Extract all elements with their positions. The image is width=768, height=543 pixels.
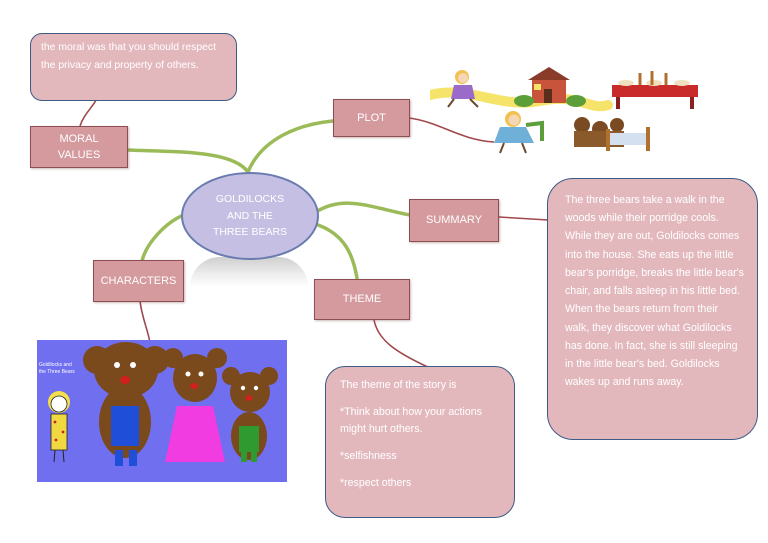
leader-summary bbox=[498, 216, 549, 221]
leader-plot bbox=[408, 117, 495, 143]
theme-node[interactable]: THEME bbox=[314, 279, 410, 320]
summary-label: SUMMARY bbox=[425, 214, 483, 227]
moral-callout: the moral was that you should respect th… bbox=[30, 33, 237, 101]
characters-label: CHARACTERS bbox=[100, 274, 177, 287]
leader-theme bbox=[373, 319, 431, 369]
branch-characters bbox=[140, 212, 188, 263]
summary-callout: The three bears take a walk in the woods… bbox=[547, 178, 758, 440]
moral-values-node[interactable]: MORAL VALUES bbox=[30, 126, 128, 168]
theme-item-3: *respect others bbox=[340, 476, 412, 489]
theme-callout: The theme of the story is *Think about h… bbox=[325, 366, 515, 518]
theme-item-1: *Think about how your actions might hurt… bbox=[340, 405, 482, 435]
characters-image-caption: Goldilocks and the Three Bears bbox=[39, 362, 75, 375]
center-reflection bbox=[190, 257, 308, 287]
summary-node[interactable]: SUMMARY bbox=[409, 199, 499, 242]
characters-image: Goldilocks and the Three Bears bbox=[37, 340, 287, 482]
moral-callout-text: the moral was that you should respect th… bbox=[41, 42, 217, 71]
cottage-icon bbox=[514, 67, 586, 107]
moral-values-label: MORAL VALUES bbox=[57, 132, 101, 162]
leader-moral bbox=[79, 99, 97, 127]
theme-intro: The theme of the story is bbox=[340, 379, 457, 391]
branch-plot bbox=[246, 119, 335, 174]
center-line-1: GOLDILOCKS bbox=[215, 192, 285, 205]
mama-bear-figure-icon bbox=[163, 348, 227, 462]
center-topic[interactable]: GOLDILOCKS AND THE THREE BEARS bbox=[181, 172, 319, 260]
branch-summary bbox=[314, 201, 412, 217]
branch-moral bbox=[126, 148, 250, 174]
goldilocks-running-icon bbox=[447, 70, 479, 108]
summary-callout-text: The three bears take a walk in the woods… bbox=[565, 194, 744, 389]
plot-illustrations bbox=[425, 65, 702, 157]
plot-node[interactable]: PLOT bbox=[333, 99, 410, 137]
bears-bed-icon bbox=[574, 117, 650, 151]
baby-bear-figure-icon bbox=[222, 367, 278, 462]
table-chairs-icon bbox=[612, 71, 698, 109]
theme-label: THEME bbox=[342, 293, 382, 306]
goldilocks-figure-icon bbox=[48, 391, 70, 463]
center-line-2: AND THE bbox=[227, 209, 273, 222]
goldilocks-sitting-icon bbox=[494, 111, 544, 154]
plot-label: PLOT bbox=[357, 111, 386, 124]
theme-item-2: *selfishness bbox=[340, 449, 397, 462]
center-line-3: THREE BEARS bbox=[212, 226, 288, 239]
characters-node[interactable]: CHARACTERS bbox=[93, 260, 184, 302]
leader-characters bbox=[139, 300, 151, 344]
papa-bear-figure-icon bbox=[83, 342, 169, 466]
branch-theme bbox=[316, 223, 359, 280]
